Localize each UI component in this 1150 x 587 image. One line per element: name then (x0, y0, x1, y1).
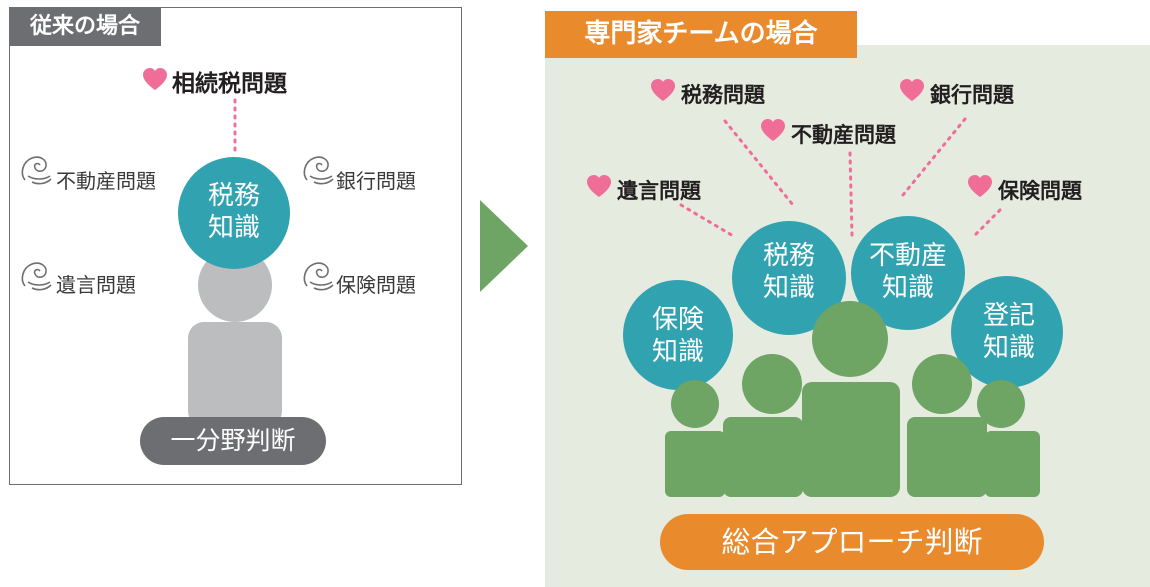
person-body (907, 417, 987, 497)
person-body (802, 382, 900, 497)
right-issue-insurance: 保険問題 (998, 179, 1082, 203)
insurance-circle-line-2: 知識 (651, 337, 704, 367)
right-diagram (587, 79, 1063, 497)
left-circle-line-2: 知識 (207, 213, 260, 243)
registry-circle-line-2: 知識 (982, 333, 1035, 363)
swirl-icon (21, 262, 52, 291)
swirl-icon (303, 156, 334, 185)
tax-knowledge-circle (732, 221, 846, 335)
realestate-circle-label: 不動産 知識 (850, 240, 966, 304)
swirl-icon (303, 262, 334, 291)
connector-line (901, 117, 967, 197)
tax-circle-label: 税務 知識 (737, 240, 841, 304)
tax-circle-line-1: 税務 (762, 241, 815, 271)
left-issue-realestate: 不動産問題 (56, 169, 156, 193)
connector-line (679, 203, 737, 239)
heart-icon (900, 79, 924, 101)
heart-icon (968, 175, 992, 197)
insurance-circle-line-1: 保険 (651, 305, 704, 335)
right-issue-will: 遺言問題 (617, 179, 701, 203)
person-body (723, 417, 803, 497)
registry-circle-line-1: 登記 (982, 301, 1035, 331)
right-judgment-badge: 総合アプローチ判断 (660, 514, 1044, 570)
heart-icon (143, 68, 167, 90)
person-head (812, 301, 888, 377)
left-issue-will: 遺言問題 (56, 273, 136, 297)
heart-icon (587, 175, 611, 197)
left-issue-bank: 銀行問題 (336, 169, 416, 193)
registry-circle-label: 登記 知識 (957, 300, 1061, 364)
connector-line (973, 208, 1002, 237)
right-panel-title: 専門家チームの場合 (545, 11, 857, 58)
tax-knowledge-circle (178, 157, 290, 269)
connector-line (723, 119, 795, 207)
realestate-circle-line-1: 不動産 (868, 241, 947, 271)
realestate-knowledge-circle (851, 216, 965, 330)
left-circle-line-1: 税務 (207, 181, 260, 211)
person-head (671, 380, 719, 428)
person-body (188, 322, 282, 427)
realestate-circle-line-2: 知識 (881, 273, 934, 303)
right-issue-realestate: 不動産問題 (791, 123, 896, 147)
left-panel-title: 従来の場合 (9, 7, 161, 46)
right-issue-bank: 銀行問題 (930, 83, 1014, 107)
person-head (742, 354, 802, 414)
left-judgment-badge: 一分野判断 (140, 417, 326, 465)
left-diagram (21, 68, 334, 427)
swirl-icon (21, 156, 52, 185)
registry-knowledge-circle (951, 276, 1063, 388)
left-circle-label: 税務 知識 (178, 180, 290, 244)
person-body (985, 431, 1040, 497)
person-head (977, 380, 1025, 428)
person-head (198, 248, 272, 322)
person-body (665, 431, 725, 497)
insurance-circle-label: 保険 知識 (626, 304, 730, 368)
left-top-issue-label: 相続税問題 (172, 71, 287, 97)
arrow-right-icon (480, 200, 528, 292)
heart-icon (651, 79, 675, 101)
insurance-knowledge-circle (623, 280, 733, 390)
heart-icon (761, 119, 785, 141)
left-issue-insurance: 保険問題 (336, 273, 416, 297)
right-issue-tax: 税務問題 (681, 83, 765, 107)
tax-circle-line-2: 知識 (762, 273, 815, 303)
connector-line (848, 151, 854, 237)
person-head (912, 354, 972, 414)
